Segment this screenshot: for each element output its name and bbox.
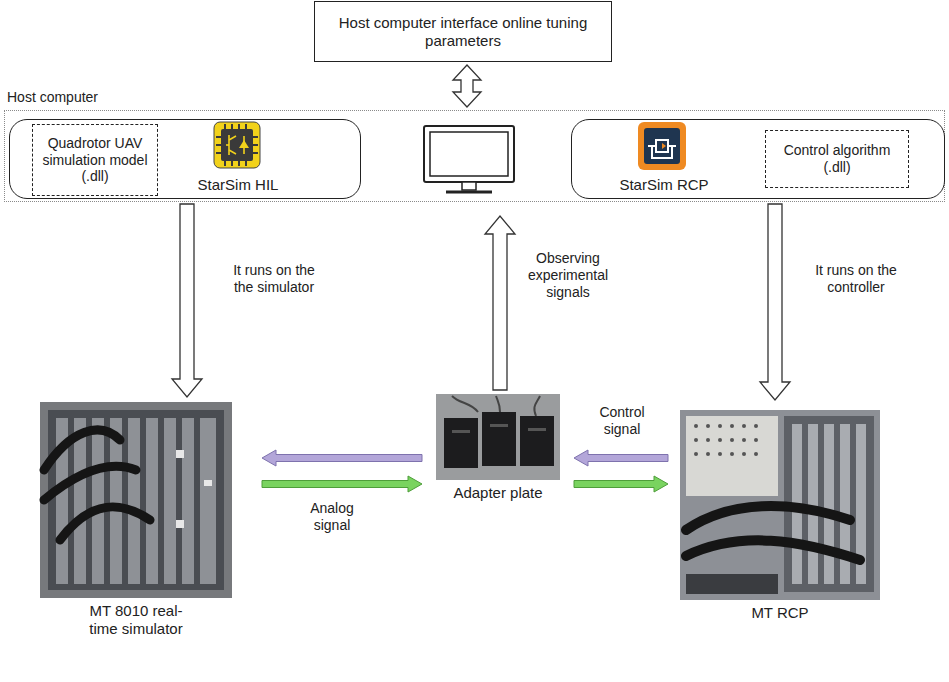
interface-box: Host computer interface online tuning pa… (314, 1, 612, 62)
signal-arrow (262, 476, 422, 492)
edge-label: Observing experimental signals (520, 250, 616, 300)
hil-icon (214, 122, 260, 168)
signal-arrow (574, 476, 668, 492)
node-label: StarSim HIL (190, 176, 286, 194)
monitor-icon (424, 126, 514, 192)
software-panel: StarSim RCP Control algorithm (.dll) (571, 119, 945, 199)
box-text: Host computer interface online tuning pa… (319, 14, 607, 50)
host-computer-band: Host computerStarSim HILQuadrotor UAV si… (4, 110, 945, 202)
block-arrow (485, 216, 515, 390)
node-label: MT RCP (725, 604, 835, 622)
dll-box: Control algorithm (.dll) (765, 130, 909, 188)
block-arrow (172, 204, 202, 397)
node-label: StarSim RCP (612, 176, 716, 194)
rcp-photo (680, 410, 880, 600)
simulator-photo (40, 402, 232, 598)
hardware-photo: Adapter plate (436, 394, 560, 480)
rcp-icon (638, 122, 686, 170)
software-panel: StarSim HIL Quadrotor UAV simulation mode… (9, 119, 361, 199)
edge-label: Control signal (590, 404, 654, 438)
adapter-photo (436, 394, 560, 480)
signal-arrow (262, 450, 422, 466)
dll-box: Quadrotor UAV simulation model (.dll) (32, 124, 158, 196)
block-arrow (760, 204, 790, 400)
node-label: Host computer (7, 89, 207, 106)
edge-label: Analog signal (300, 500, 364, 534)
box-text: Control algorithm (.dll) (770, 142, 904, 176)
edge-label: It runs on the controller (808, 262, 904, 296)
hardware-photo: MT RCP (680, 410, 880, 600)
node-label: MT 8010 real-time simulator (80, 602, 192, 638)
hardware-photo: MT 8010 real-time simulator (40, 402, 232, 598)
edge-label: It runs on the the simulator (226, 262, 322, 296)
box-text: Quadrotor UAV simulation model (.dll) (37, 135, 153, 185)
signal-arrow (574, 450, 668, 466)
block-arrow (453, 65, 481, 107)
node-label: Adapter plate (443, 484, 553, 502)
